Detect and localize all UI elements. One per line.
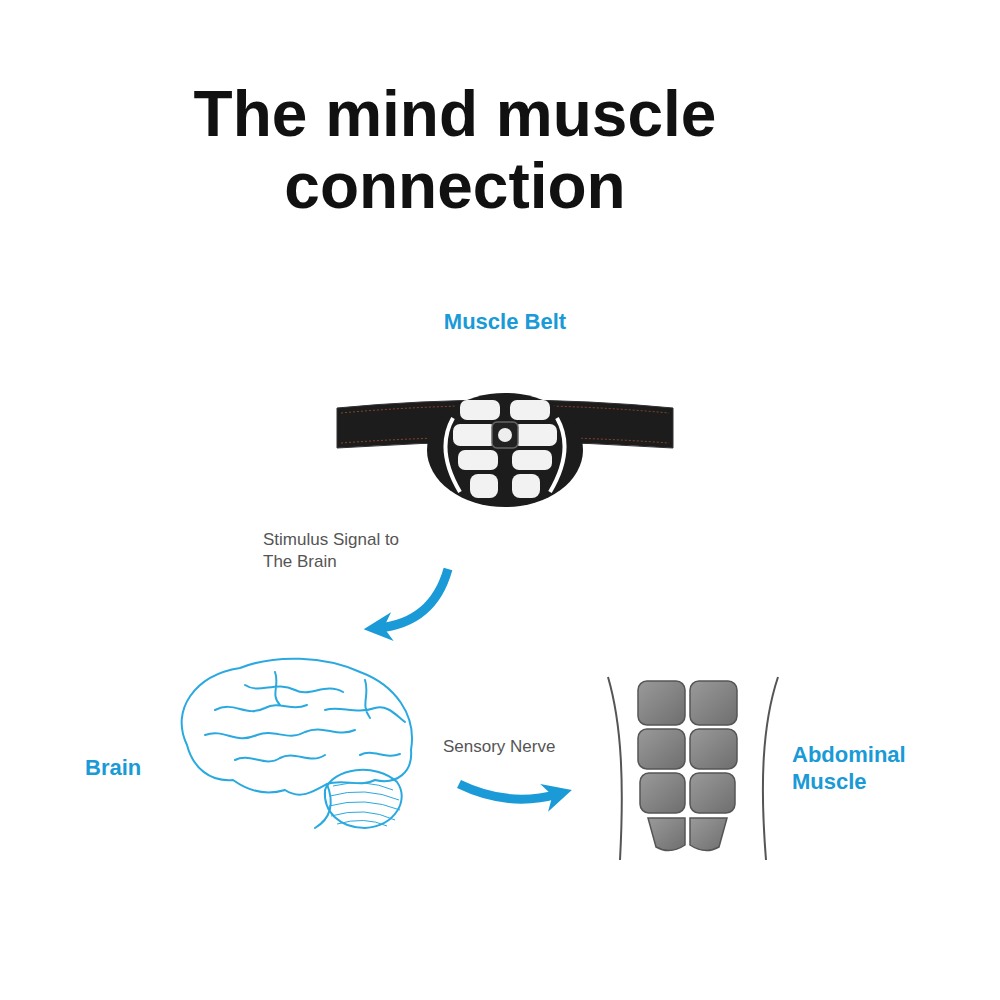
abdominal-muscle-node: Abdominal Muscle [600, 665, 921, 865]
brain-node: Brain [75, 650, 425, 835]
brain-illustration [75, 650, 425, 835]
signal-arrow [459, 784, 558, 799]
muscle-belt-node: Muscle Belt [335, 300, 679, 515]
signal-arrow [378, 569, 448, 628]
node-label: Brain [85, 754, 141, 781]
node-label: Abdominal Muscle [792, 741, 917, 795]
edge-label: Sensory Nerve [443, 736, 583, 758]
node-label: Muscle Belt [335, 308, 675, 335]
diagram-title: The mind muscle connection [130, 78, 780, 222]
edge-label: Stimulus Signal to The Brain [263, 529, 413, 573]
